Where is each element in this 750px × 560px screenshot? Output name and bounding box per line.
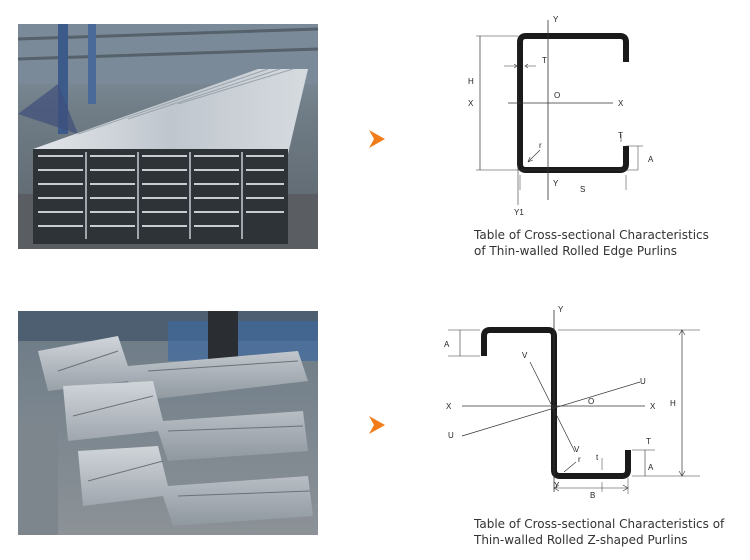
label-x-left: X [446,402,452,411]
label-origin: O [588,397,594,406]
label-s: S [580,185,585,194]
caption-z-line1: Table of Cross-sectional Characteristics… [474,517,725,531]
label-t-top: T [542,56,547,65]
steel-z-purlin-stack-photo-icon [18,311,318,535]
label-y1: Y1 [514,208,524,217]
label-a-bottom: A [648,463,654,472]
label-r: r [539,141,542,150]
caption-c-line1: Table of Cross-sectional Characteristics [474,228,709,242]
caption-c-line2: of Thin-walled Rolled Edge Purlins [474,244,677,258]
label-a-top: A [444,340,450,349]
label-r: r [578,455,581,464]
label-t-small: t [596,453,599,462]
caption-z-purlin: Table of Cross-sectional Characteristics… [474,516,724,548]
steel-c-purlin-stack-photo-icon [18,24,318,249]
label-y-bottom: Y [553,179,559,188]
label-b: B [590,491,595,500]
z-profile-shape [481,327,631,479]
label-a: A [648,155,654,164]
arrow-right-icon [369,416,385,434]
label-t-bottom: T [646,437,651,446]
label-x-right: X [618,99,624,108]
caption-c-purlin: Table of Cross-sectional Characteristics… [474,227,709,259]
label-v-bottom: V [574,445,580,454]
label-v-top: V [522,351,528,360]
label-h: H [468,77,474,86]
label-origin: O [554,91,560,100]
label-u-right: U [640,377,646,386]
arrow-right-icon [369,130,385,148]
c-purlin-section-diagram: Y Y Y1 X X H T T O r A S [468,15,654,217]
label-u-left: U [448,431,454,440]
label-y-top: Y [558,305,564,314]
label-t-lip: T [618,131,623,140]
z-purlin-section-diagram: Y Y X X U U V V O H A A T t r B [444,305,700,500]
c-purlin-photo [18,24,318,249]
label-y-bottom: Y [554,481,560,490]
label-x-right: X [650,402,656,411]
label-y-top: Y [553,15,559,24]
caption-z-line2: Thin-walled Rolled Z-shaped Purlins [474,533,688,547]
z-purlin-photo [18,311,318,535]
label-x-left: X [468,99,474,108]
label-h: H [670,399,676,408]
